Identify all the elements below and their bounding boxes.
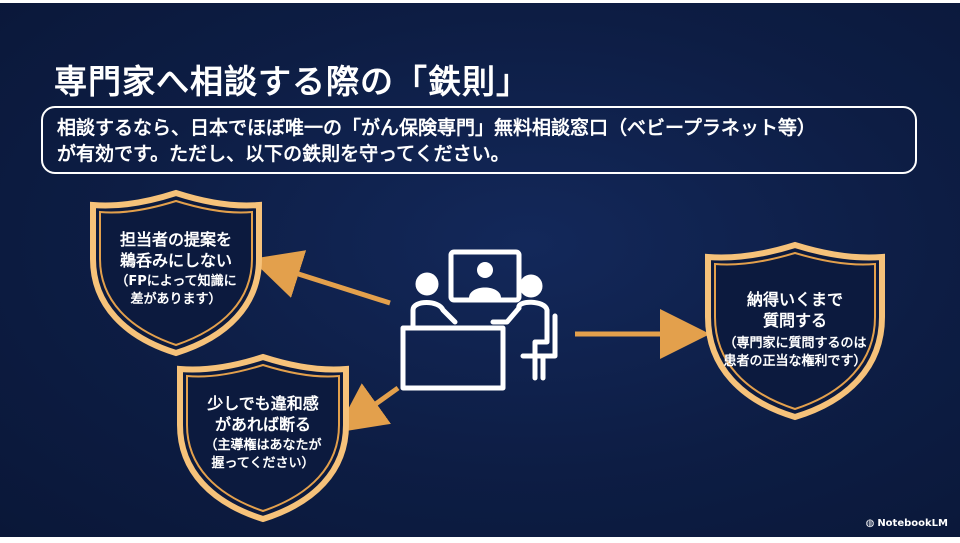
rule-2-main-2: があれば断る [214,415,311,434]
rule-1-sub-2: 差があります） [130,292,222,307]
arrows-layer [250,250,710,433]
slide-title: 専門家へ相談する際の「鉄則」 [54,62,530,101]
rule-1-main-2: 鵜呑みにしない [119,251,232,270]
shield-icon [177,353,349,523]
shield-icon [705,241,885,421]
rule-shield-2: 少しでも違和感 があれば断る （主導権はあなたが 握ってください） [172,353,354,523]
notebooklm-logo-icon: ◍ [865,518,875,529]
monitor-person-head [477,262,493,278]
rule-2-sub-2: 握ってください） [211,456,315,471]
consultation-meeting-icon [400,249,558,391]
brand-watermark: ◍ NotebookLM [866,518,948,529]
arrow-to-rule-2 [335,383,400,433]
intro-box: 相談するなら、日本でほぼ唯一の「がん保険専門」無料相談窓口（ベビープラネット等）… [41,106,917,174]
rule-1-main-1: 担当者の提案を [119,230,232,249]
rule-shield-1: 担当者の提案を 鵜呑みにしない （FPによって知識に 差があります） [85,189,267,357]
rule-3-main-2: 質問する [762,311,827,330]
rule-3-main-1: 納得いくまで [746,290,843,309]
rule-3-sub-1: （専門家に質問するのは [723,336,867,351]
intro-line-1: 相談するなら、日本でほぼ唯一の「がん保険専門」無料相談窓口（ベビープラネット等） [57,117,816,139]
rule-2-main-1: 少しでも違和感 [207,394,319,413]
brand-label: NotebookLM [877,518,948,529]
shield-icon [90,189,262,357]
rule-3-sub-2: 患者の正当な権利です） [723,354,867,369]
intro-line-2: が有効です。ただし、以下の鉄則を守ってください。 [57,143,510,165]
rule-2-sub-1: （主導権はあなたが [204,438,322,453]
rule-1-sub-1: （FPによって知識に [115,274,237,289]
arrow-to-rule-1 [250,250,391,306]
rule-shield-3: 納得いくまで 質問する （専門家に質問するのは 患者の正当な権利です） [700,241,890,421]
